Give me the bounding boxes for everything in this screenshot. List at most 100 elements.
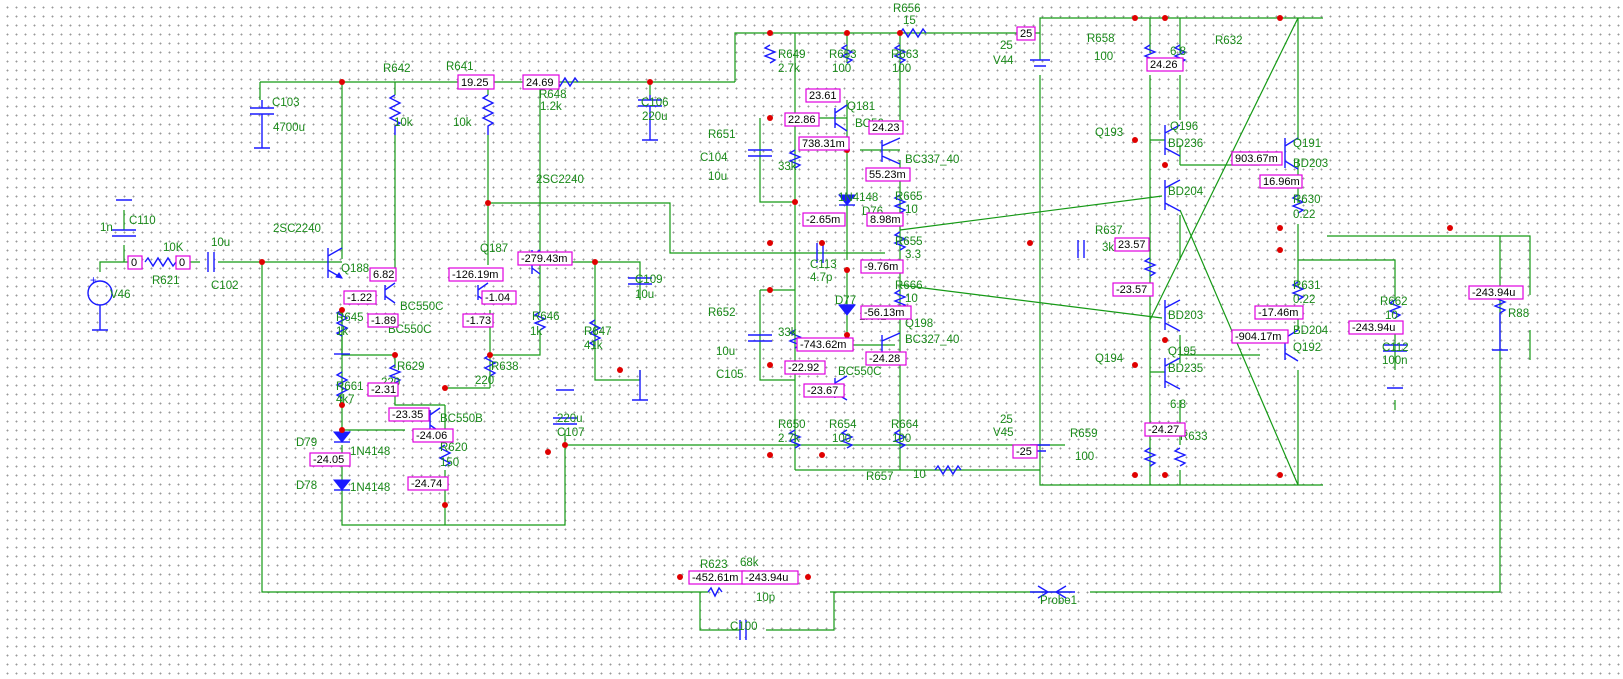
label-BD236: BD236 [1168,138,1203,150]
volt-tag-38[interactable]: -904.17m [1231,329,1289,344]
volt-tag-20[interactable]: 738.31m [798,136,850,151]
label-R665: R665 [895,191,923,203]
volt-tag-21[interactable]: 55.23m [865,167,911,182]
volt-tag-12[interactable]: -2.31 [367,382,399,397]
label-R621: R621 [152,275,180,287]
label-Q187: Q187 [480,243,508,255]
svg-text:24.69: 24.69 [526,77,554,89]
capacitor-c113-symbol [816,243,824,263]
label-R632: R632 [1215,35,1243,47]
resistor-r663-symbol [893,44,907,64]
volt-tag-35[interactable]: 23.57 [1114,237,1150,252]
volt-tag-2[interactable]: 0 [175,255,191,270]
label-Q188: Q188 [341,263,369,275]
label-R656v: 15 [903,15,916,27]
label-C110v: 1n [100,222,113,234]
volt-tag-25[interactable]: -56.13m [860,305,912,320]
resistor-r655-symbol [893,231,907,251]
label-R631v: 0.22 [1293,294,1315,306]
resistor-r633-symbol [1173,447,1187,467]
label-R663v: 100 [892,63,911,75]
transistor-q188-symbol [384,282,396,304]
label-R661v: 4k7 [336,394,355,406]
label-R646: R646 [532,311,560,323]
label-R655: R655 [895,236,923,248]
volt-tag-26[interactable]: -743.62m [796,337,854,352]
volt-tag-15[interactable]: -24.05 [309,452,351,467]
volt-tag-32[interactable]: 24.26 [1146,57,1184,72]
label-R654v: 100 [832,433,851,445]
label-C100v: 10p [756,592,775,604]
capacitor-c112-symbol [1383,344,1407,389]
volt-tag-33[interactable]: 903.67m [1231,151,1283,166]
label-R620v: 150 [440,457,459,469]
volt-tag-10[interactable]: -1.73 [462,313,494,328]
volt-tag-29[interactable]: -23.67 [803,383,845,398]
volt-tag-5[interactable]: 6.82 [369,267,397,282]
volt-tag-19[interactable]: 24.23 [868,120,904,135]
volt-tag-1[interactable]: 0 [127,255,143,270]
label-V44v: 25 [1000,40,1013,52]
label-Q191: Q191 [1293,138,1321,150]
label-V45v: 25 [1000,414,1013,426]
capacitor-c105-symbol [748,334,772,342]
volt-tag-41[interactable]: -243.94u [1348,320,1404,335]
transistor-2sc2240-left-symbol [327,247,343,279]
volt-tag-17[interactable]: 23.61 [805,88,841,103]
volt-tag-9[interactable]: -1.04 [481,290,517,305]
label-C110: C110 [129,215,156,227]
svg-text:-24.74: -24.74 [411,478,442,490]
volt-tag-30[interactable]: 25 [1016,26,1036,41]
volt-tag-39[interactable]: -24.27 [1144,422,1186,437]
volt-tag-37[interactable]: -17.46m [1254,305,1304,320]
resistor-r631-symbol [1291,281,1305,301]
volt-tag-22[interactable]: -2.65m [802,212,846,227]
label-R629: R629 [397,361,425,373]
label-R662v: 10 [1385,310,1398,322]
label-Q193: Q193 [1095,127,1123,139]
volt-tag-27[interactable]: -24.28 [865,351,907,366]
label-D78: D78 [296,480,317,492]
volt-tag-8[interactable]: -126.19m [448,267,504,282]
volt-tag-42[interactable]: -452.61m [688,570,746,585]
volt-tag-34[interactable]: 16.96m [1259,174,1303,189]
label-R641v: 10k [453,117,472,129]
volt-tag-43[interactable]: -243.94u [741,570,799,585]
volt-tag-3[interactable]: 19.25 [457,74,495,90]
label-R648: R648 [539,89,567,101]
label-Probe1: Probe1 [1040,595,1077,607]
volt-tag-28[interactable]: -22.92 [784,360,826,375]
svg-text:903.67m: 903.67m [1235,153,1278,165]
resistor-r646-symbol [533,311,547,331]
label-C104: C104 [700,152,728,164]
label-C112v: 100n [1382,355,1408,367]
volt-tag-18[interactable]: 22.86 [784,112,820,127]
label-R652v: 33k [778,327,797,339]
resistor-r664-symbol [893,429,907,449]
volt-tag-24[interactable]: -9.76m [860,259,904,274]
volt-tag-23[interactable]: 8.98m [866,212,904,227]
volt-tag-31[interactable]: -25 [1012,444,1038,459]
volt-tag-13[interactable]: -23.35 [388,407,430,422]
label-R645v: 1k [336,326,348,338]
label-C103v: 4700u [273,122,305,134]
volt-tag-4[interactable]: 24.69 [522,74,560,90]
volt-tag-14[interactable]: -24.06 [412,428,454,443]
label-R649v: 2.7k [778,63,800,75]
capacitor-c103-symbol [250,100,274,149]
label-C106v: 220u [642,111,668,123]
svg-text:25: 25 [1020,28,1032,40]
volt-tag-16[interactable]: -24.74 [407,476,449,491]
volt-tag-7[interactable]: -1.89 [367,313,399,328]
volt-tag-11[interactable]: -279.43m [517,251,573,266]
transistor-bc550b-symbol [429,407,441,433]
volt-tag-6[interactable]: -1.22 [343,290,377,305]
volt-tag-40[interactable]: -243.94u [1468,285,1524,300]
svg-text:24.26: 24.26 [1150,59,1178,71]
transistor-bd204a-symbol [1164,179,1181,212]
resistor-r641-symbol [481,94,495,135]
label-R664v: 100 [892,433,911,445]
volt-tag-36[interactable]: -23.57 [1112,282,1154,297]
